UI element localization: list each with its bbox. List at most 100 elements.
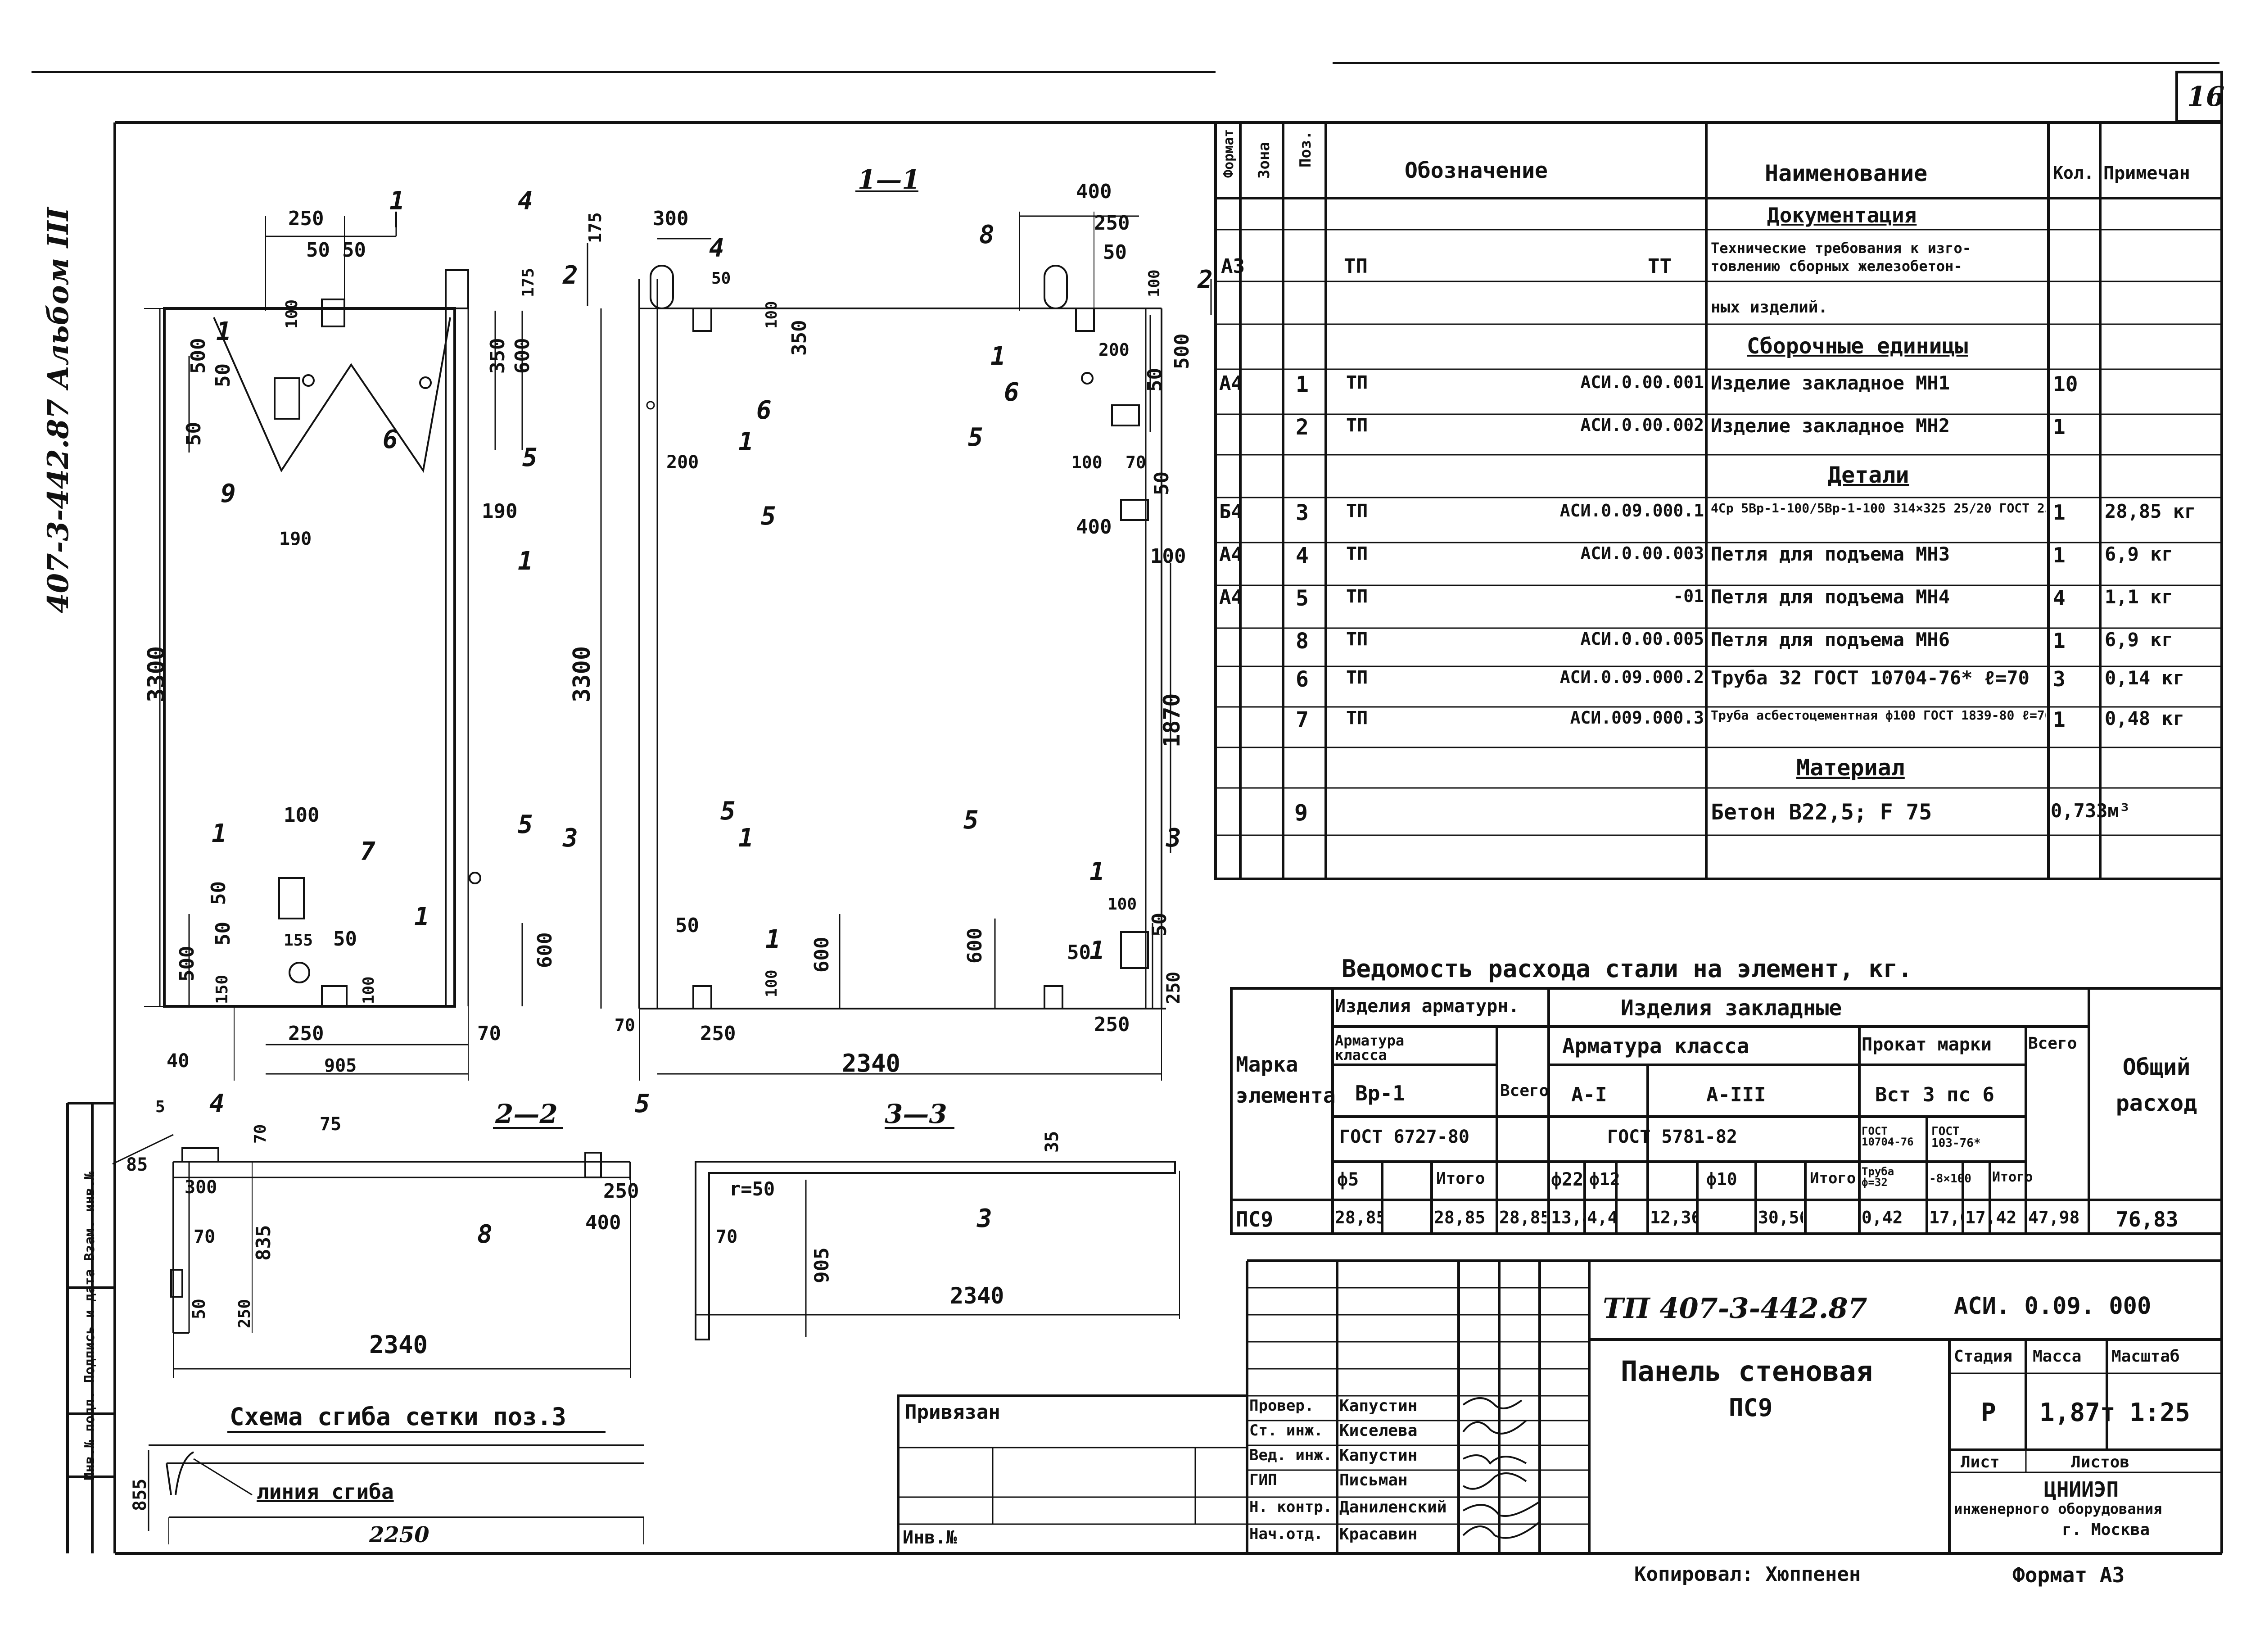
dim-400a: 400 xyxy=(1076,180,1112,203)
spec-row-format: А4 xyxy=(1219,545,1239,565)
dim-905a: 905 xyxy=(324,1055,357,1076)
steel-h-d5: ф5 xyxy=(1337,1169,1359,1190)
steel-h-a3: А-III xyxy=(1706,1083,1766,1106)
spec-h-note: Примечан xyxy=(2103,163,2190,184)
pos-label-9: 9 xyxy=(221,479,236,508)
pos-label-4a: 4 xyxy=(518,186,533,216)
steel-value: 4,4 xyxy=(1587,1209,1616,1226)
dim-175a: 175 xyxy=(519,268,538,297)
pos-label-1k: 1 xyxy=(1089,936,1105,965)
spec-row-qty: 1 xyxy=(2053,545,2066,566)
dim-50c: 50 xyxy=(212,363,235,387)
steel-h-gost2: ГОСТ 5781-82 xyxy=(1607,1127,1737,1147)
tb-role: Ст. инж. xyxy=(1249,1423,1323,1438)
pos-label-1b: 1 xyxy=(216,317,231,346)
tb-person-name: Письман xyxy=(1339,1472,1408,1489)
tb-person-name: Киселева xyxy=(1339,1423,1418,1439)
tb-stage-h: Стадия xyxy=(1954,1347,2013,1366)
dim-50o: 50 xyxy=(189,1299,209,1319)
steel-title: Ведомость расхода стали на элемент, кг. xyxy=(1342,955,1912,983)
spec-sec-details: Детали xyxy=(1828,462,1909,488)
spec-sec-material: Материал xyxy=(1796,755,1905,781)
steel-h-pipe: Труба ф=32 xyxy=(1862,1165,1894,1189)
spec-row-pos: 3 xyxy=(1296,502,1309,524)
steel-h-total-2: Всего xyxy=(2028,1034,2077,1053)
steel-value: 28,85 xyxy=(1434,1209,1486,1226)
dim-350a: 350 xyxy=(486,338,509,374)
tb-sheet-h: Лист xyxy=(1961,1453,2000,1471)
dim-250h: 250 xyxy=(603,1180,639,1203)
spec-row-qty: 10 xyxy=(2053,374,2078,394)
sheet-number: 16 xyxy=(2187,81,2225,113)
dim-500a: 500 xyxy=(187,338,210,374)
pos-label-5e: 5 xyxy=(968,423,983,452)
pos-label-2b: 2 xyxy=(1197,265,1213,294)
dim-50n: 50 xyxy=(1148,913,1171,937)
spec-row-code: АСИ.0.00.003 xyxy=(1580,545,1704,562)
steel-h-br1: Вр-1 xyxy=(1355,1081,1405,1105)
dim-200b: 200 xyxy=(1098,340,1130,360)
pos-label-5f: 5 xyxy=(963,806,979,835)
dim-40: 40 xyxy=(167,1050,190,1072)
tb-project: ТП 407-3-442.87 xyxy=(1603,1292,1867,1325)
bend-line-label: линия сгиба xyxy=(257,1480,394,1504)
tb-role: Нач.отд. xyxy=(1249,1526,1323,1542)
pos-label-8b: 8 xyxy=(477,1220,493,1249)
dim-500b: 500 xyxy=(176,946,199,982)
steel-value: ПС9 xyxy=(1236,1209,1274,1230)
dim-3300a: 3300 xyxy=(143,646,170,702)
dim-190b: 190 xyxy=(482,500,517,523)
tb-stage: Р xyxy=(1981,1398,1996,1427)
dim-190a: 190 xyxy=(279,529,312,549)
spec-row-code: АСИ.0.09.000.1 xyxy=(1559,502,1704,519)
spec-row-name: Петля для подъема МН4 xyxy=(1711,588,1950,606)
dim-250e: 250 xyxy=(1163,972,1184,1004)
tb-org-2: инженерного оборудования xyxy=(1954,1500,2162,1517)
steel-h-overall: Общий расход xyxy=(2115,1054,2197,1116)
spec-material-qty: 0,733м³ xyxy=(2051,800,2131,822)
spec-row-code: АСИ.0.09.000.2 xyxy=(1559,669,1704,686)
dim-75: 75 xyxy=(320,1114,341,1135)
spec-h-designation: Обозначение xyxy=(1405,158,1548,183)
pos-label-5d: 5 xyxy=(720,797,736,826)
dim-50e: 50 xyxy=(207,881,230,905)
dim-50b: 50 xyxy=(342,239,366,262)
steel-h-itogo-1: Итого xyxy=(1436,1169,1485,1188)
spec-row-pos: 7 xyxy=(1296,709,1309,731)
dim-50a: 50 xyxy=(306,239,330,262)
dim-600c: 600 xyxy=(810,937,833,973)
dim-250f: 250 xyxy=(1094,1013,1130,1036)
dim-400b: 400 xyxy=(1076,516,1112,539)
dim-r50: r=50 xyxy=(729,1178,775,1200)
pos-label-1g: 1 xyxy=(738,824,754,853)
dim-2340a: 2340 xyxy=(842,1049,900,1077)
dim-600d: 600 xyxy=(963,928,986,964)
bend-dim-w: 2250 xyxy=(369,1522,429,1548)
dim-100a: 100 xyxy=(283,299,301,329)
tb-mass: 1,87т xyxy=(2039,1398,2115,1427)
dim-100f: 100 xyxy=(1145,270,1163,297)
pos-label-6a: 6 xyxy=(383,425,398,454)
spec-row-qty: 4 xyxy=(2053,588,2066,608)
spec-row-qty: 1 xyxy=(2053,502,2066,523)
spec-row-pos: 1 xyxy=(1296,374,1309,395)
dim-100e: 100 xyxy=(763,970,781,997)
spec-row-left: ТП xyxy=(1346,374,1368,392)
pos-label-7: 7 xyxy=(360,837,375,866)
steel-h-total-1: Всего xyxy=(1500,1082,1549,1100)
pos-label-5g: 5 xyxy=(635,1089,650,1118)
tb-mass-h: Масса xyxy=(2033,1347,2082,1366)
pos-label-1f: 1 xyxy=(738,427,754,457)
spec-row-name: 4Ср 5Вр-1-100/5Вр-1-100 314×325 25/20 ГО… xyxy=(1711,502,2046,515)
tb-person-name: Даниленский xyxy=(1339,1499,1447,1516)
tb-role: Н. контр. xyxy=(1249,1499,1333,1515)
section-1-1-title: 1—1 xyxy=(858,164,920,195)
bend-scheme-title: Схема сгиба сетки поз.3 xyxy=(230,1403,566,1431)
steel-value: 47,98 xyxy=(2028,1209,2080,1226)
spec-row-note: 6,9 кг xyxy=(2105,545,2173,564)
spec-row-format: А4 xyxy=(1219,374,1239,394)
steel-h-itogo-3: Итого xyxy=(1992,1169,2033,1185)
steel-h-itogo-2: Итого xyxy=(1810,1169,1856,1187)
dim-70e: 70 xyxy=(251,1124,270,1144)
tb-privyazan: Привязан xyxy=(905,1401,1000,1424)
